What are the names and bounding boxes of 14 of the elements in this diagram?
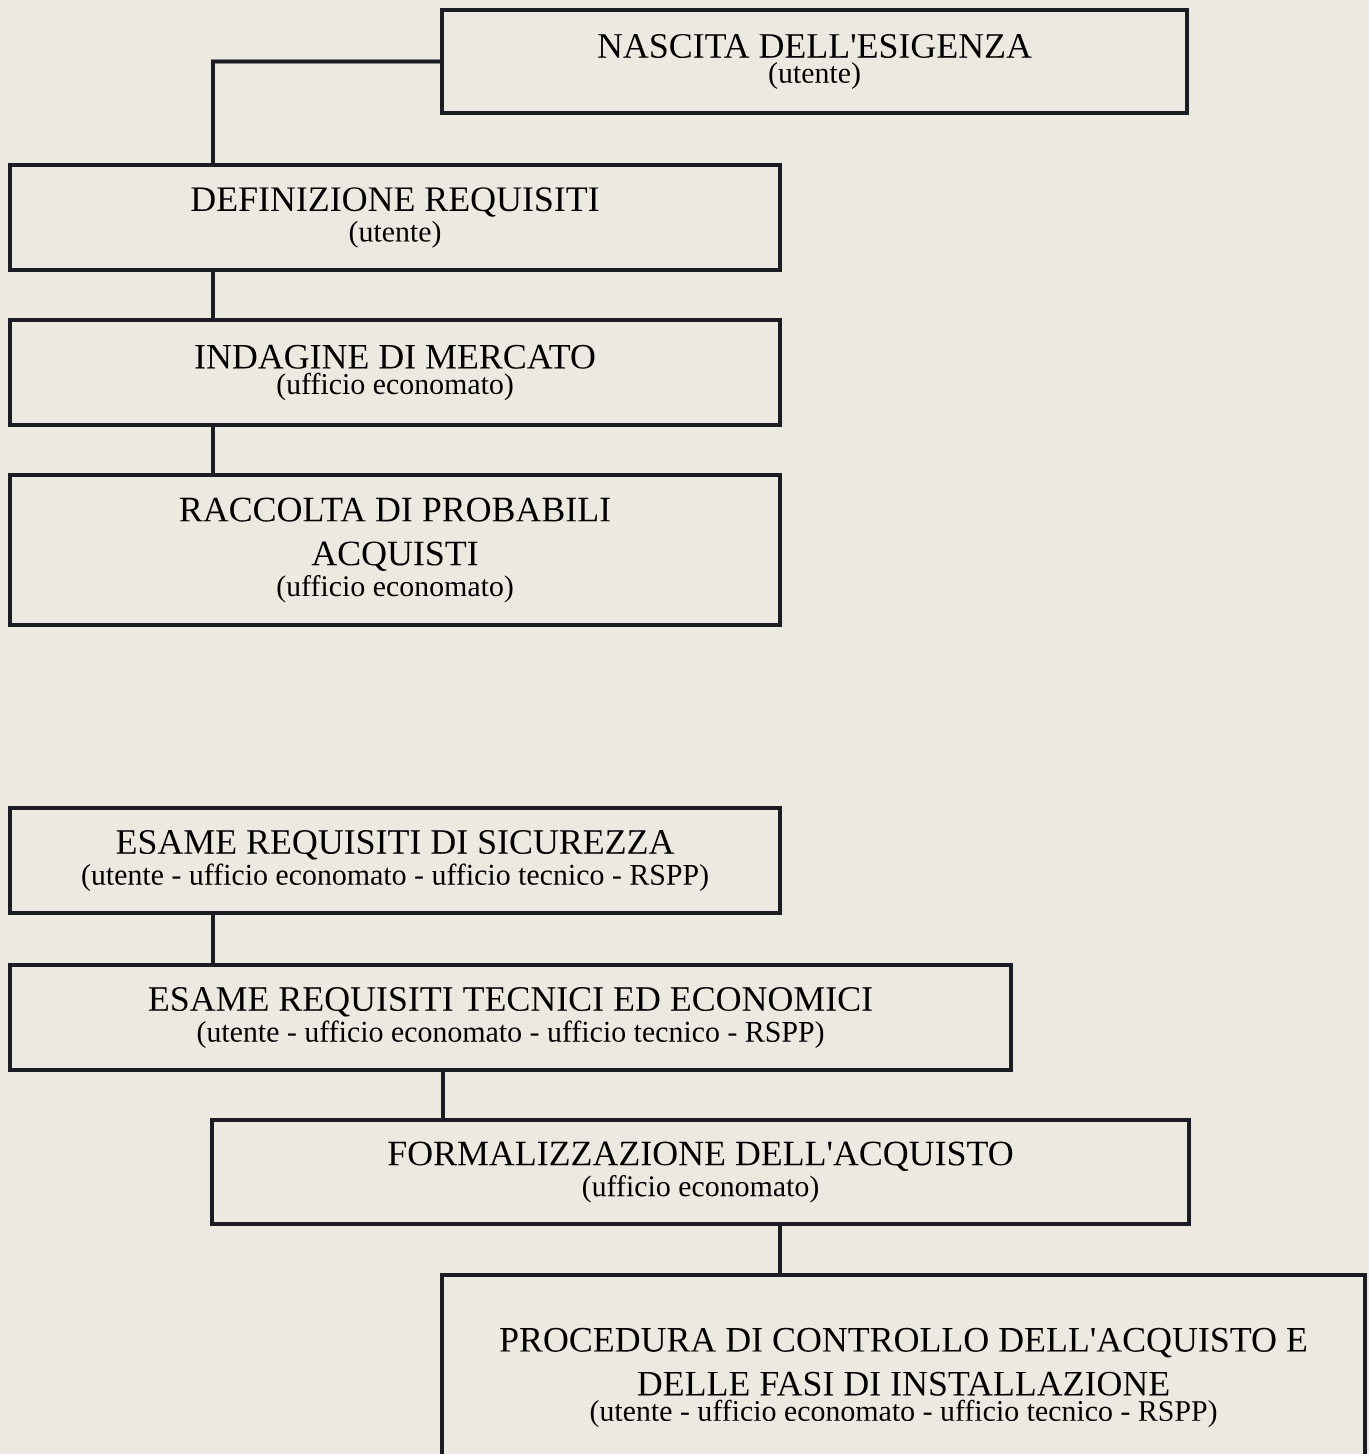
- process-box: RACCOLTA DI PROBABILI ACQUISTI (ufficio economato): [8, 473, 782, 627]
- process-box: NASCITA DELL'ESIGENZA (utente): [440, 8, 1189, 115]
- process-box: ESAME REQUISITI TECNICI ED ECONOMICI (utente - ufficio economato - ufficio tecnico - RSPP): [8, 963, 1013, 1072]
- process-box: DEFINIZIONE REQUISITI (utente): [8, 163, 782, 272]
- process-box: INDAGINE DI MERCATO (ufficio economato): [8, 318, 782, 427]
- connector-line: [211, 272, 215, 318]
- connector-line: [441, 1072, 445, 1118]
- process-box: ESAME REQUISITI DI SICUREZZA (utente - ufficio economato - ufficio tecnico - RSPP): [8, 806, 782, 915]
- process-box: PROCEDURA DI CONTROLLO DELL'ACQUISTO E DELLE FASI DI INSTALLAZIONE (utente - ufficio economato - ufficio tecnico - RSPP): [440, 1273, 1367, 1454]
- connector-line: [211, 915, 215, 963]
- connector-line: [778, 1226, 782, 1273]
- process-box: FORMALIZZAZIONE DELL'ACQUISTO (ufficio economato): [210, 1118, 1191, 1226]
- connector-line: [211, 427, 215, 473]
- connector-line: [211, 59, 440, 163]
